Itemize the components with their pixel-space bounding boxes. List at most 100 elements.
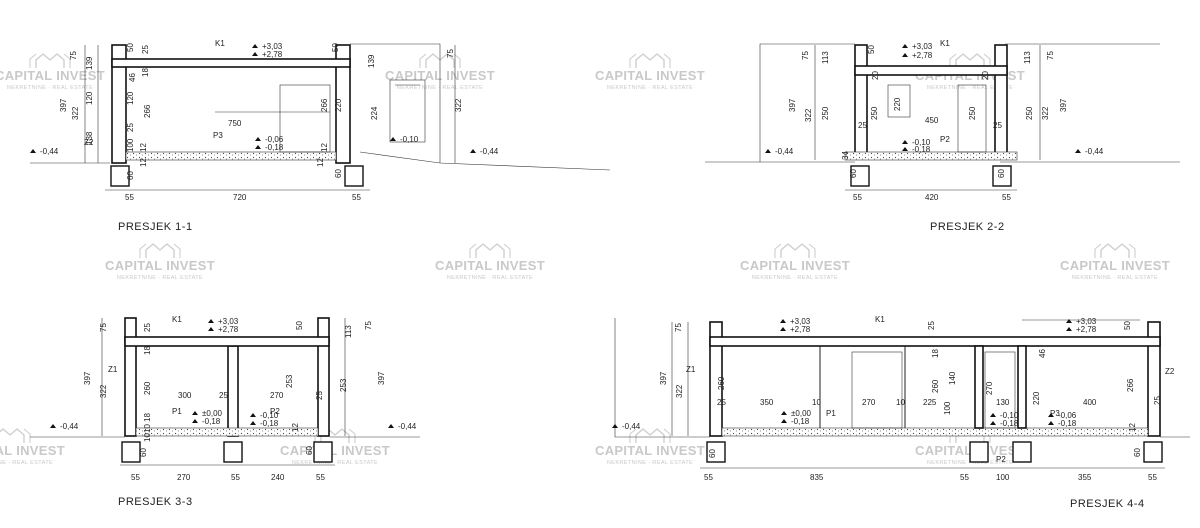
dimension-value: 322 — [454, 98, 463, 112]
footing — [1012, 441, 1032, 463]
level-marker-icon — [252, 44, 258, 48]
floor-slab — [135, 427, 319, 437]
dimension-value: 220 — [893, 97, 902, 111]
door-opening — [957, 84, 987, 153]
dimension-value: 60 — [997, 169, 1006, 178]
footing — [223, 441, 243, 463]
level-marker-icon — [902, 44, 908, 48]
dimension-value: 12 — [291, 423, 300, 432]
level-mark: -0,44 — [480, 147, 499, 156]
wall-right — [1147, 321, 1161, 437]
level-mark: -0,44 — [775, 147, 794, 156]
dimension-value: 322 — [675, 384, 684, 398]
wall-middle — [227, 345, 239, 437]
dimension-value: 100 — [126, 138, 135, 152]
dimension-value: 12 — [139, 158, 148, 167]
dimension-value: 50 — [331, 43, 340, 52]
element-label: P2 — [996, 455, 1006, 464]
element-label: Z1 — [686, 365, 696, 374]
dimension-value: 10 — [896, 398, 905, 407]
section-2-2 — [705, 43, 1180, 191]
level-mark: -0,18 — [912, 145, 931, 154]
roof-slab — [124, 336, 330, 347]
footing — [706, 441, 726, 463]
dimension-value: 270 — [270, 391, 284, 400]
dimension-value: 835 — [810, 473, 824, 482]
level-mark: +2,78 — [1076, 325, 1097, 334]
dimension-value: 46 — [128, 73, 137, 82]
dimension-value: 113 — [1023, 51, 1032, 64]
dimension-value: 250 — [870, 106, 879, 120]
level-marker-icon — [1048, 421, 1054, 425]
footing — [969, 441, 989, 463]
element-label: P3 — [1050, 409, 1060, 418]
watermark-logo-icon — [469, 243, 511, 259]
dimension-value: 75 — [1046, 51, 1055, 60]
level-marker-icon — [208, 327, 214, 331]
dimension-value: 266 — [143, 104, 152, 118]
dimension-value: 270 — [985, 381, 994, 395]
level-mark: -0,44 — [40, 147, 59, 156]
roof-slab — [854, 65, 1008, 76]
element-label: P2 — [940, 135, 950, 144]
dimension-value: 100 — [943, 401, 952, 415]
dimension-value: 75 — [364, 321, 373, 330]
element-label: Z1 — [108, 365, 118, 374]
dimension-value: 75 — [69, 51, 78, 60]
dimension-value: 138 — [85, 131, 94, 145]
watermark-subtitle: NEKRETNINE · REAL ESTATE — [1072, 275, 1158, 281]
dimension-value: 25 — [717, 398, 726, 407]
dimension-value: 260 — [717, 376, 726, 390]
watermark-name: CAPITAL INVEST — [280, 443, 390, 458]
door-opening — [389, 79, 426, 143]
watermark-name: CAPITAL INVEST — [595, 443, 705, 458]
dimension-value: 75 — [99, 323, 108, 332]
dimension-value: 750 — [228, 119, 242, 128]
dimension-value: 355 — [1078, 473, 1092, 482]
dimension-value: 55 — [1002, 193, 1011, 202]
watermark-subtitle: NEKRETNINE · REAL ESTATE — [447, 275, 533, 281]
element-label: Z2 — [1165, 367, 1175, 376]
level-marker-icon — [252, 52, 258, 56]
watermark-name: CAPITAL INVEST — [105, 258, 215, 273]
dimension-value: 60 — [708, 449, 717, 458]
footing — [992, 165, 1012, 187]
dimension-value: 25 — [219, 391, 228, 400]
dimension-value: 100 — [996, 473, 1010, 482]
dimension-value: 260 — [931, 379, 940, 393]
dimension-value: 240 — [271, 473, 285, 482]
dimension-value: 253 — [339, 378, 348, 392]
dimension-value: 55 — [231, 473, 240, 482]
level-marker-icon — [192, 411, 198, 415]
dimension-value: 397 — [788, 98, 797, 112]
watermark-subtitle: NEKRETNINE · REAL ESTATE — [927, 85, 1013, 91]
dimension-value: 120 — [85, 91, 94, 105]
dimension-value: 266 — [320, 98, 329, 112]
dimension-value: 18 — [931, 349, 940, 358]
footing — [1143, 441, 1163, 463]
window-opening — [887, 84, 911, 118]
dimension-value: 25 — [143, 323, 152, 332]
level-mark: -0,06 — [265, 135, 284, 144]
dimension-value: 397 — [83, 371, 92, 385]
level-marker-icon — [30, 149, 36, 153]
dimension-value: 260 — [143, 381, 152, 395]
dimension-value: 120 — [126, 91, 135, 105]
dimension-value: 720 — [233, 193, 247, 202]
neighbour-outline — [350, 43, 441, 163]
dimension-value: 55 — [704, 473, 713, 482]
watermark-subtitle: NEKRETNINE · REAL ESTATE — [927, 460, 1013, 466]
level-marker-icon — [250, 421, 256, 425]
level-mark: +2,78 — [218, 325, 239, 334]
element-label: P3 — [213, 131, 223, 140]
watermark-subtitle: NEKRETNINE · REAL ESTATE — [607, 460, 693, 466]
level-marker-icon — [765, 149, 771, 153]
level-mark: -0,10 — [912, 138, 931, 147]
level-mark: -0,18 — [791, 417, 810, 426]
dimension-value: 322 — [99, 384, 108, 398]
level-marker-icon — [1048, 413, 1054, 417]
footing — [121, 441, 141, 463]
